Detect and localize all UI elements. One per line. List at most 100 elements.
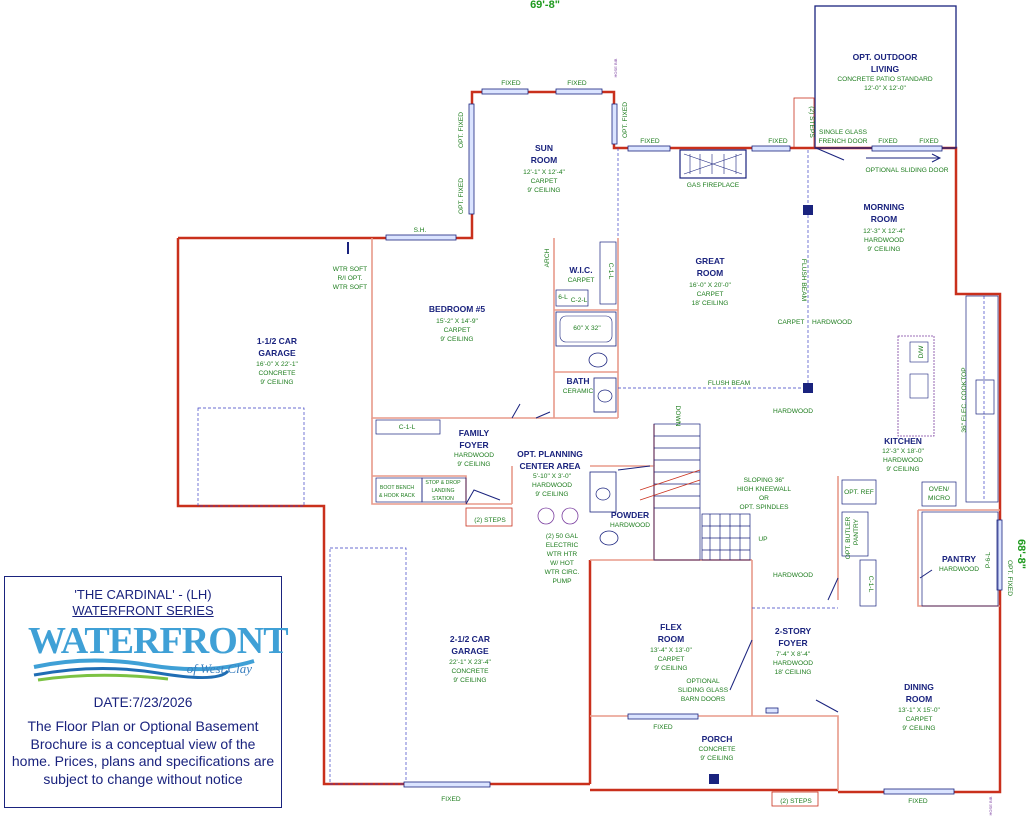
svg-text:7'-4" X 8'-4": 7'-4" X 8'-4" [776,651,811,658]
sink-icon [597,389,613,403]
svg-text:D/W: D/W [918,345,925,359]
svg-text:GREAT: GREAT [695,256,725,266]
toilet-icon [599,530,619,546]
svg-text:ROOM: ROOM [531,155,557,165]
svg-text:LANDING: LANDING [431,488,454,494]
logo-wordmark: WATERFRONT [28,620,289,662]
closets [375,241,999,607]
svg-text:SINGLE GLASS: SINGLE GLASS [819,129,868,136]
svg-text:C-1-L: C-1-L [399,424,416,431]
cooktop-icon [975,379,995,415]
svg-text:GARAGE: GARAGE [451,646,489,656]
svg-text:(2) 50 GAL: (2) 50 GAL [546,533,579,540]
svg-text:GAS FIREPLACE: GAS FIREPLACE [687,182,740,189]
steps-box [465,507,513,527]
svg-text:FOYER: FOYER [459,440,488,450]
brochure-legend: 'THE CARDINAL' - (LH) WATERFRONT SERIES … [4,576,289,808]
svg-text:5'-10" X 3'-0": 5'-10" X 3'-0" [533,473,572,480]
svg-text:STATION: STATION [432,496,454,502]
svg-text:9' CEILING: 9' CEILING [654,665,687,672]
svg-text:FIXED: FIXED [878,138,898,145]
svg-text:9' CEILING: 9' CEILING [527,187,560,194]
toilet-icon [588,352,608,368]
svg-text:OPT. SPINDLES: OPT. SPINDLES [739,504,789,511]
svg-text:FLEX: FLEX [660,622,682,632]
svg-text:CONCRETE: CONCRETE [452,668,490,675]
svg-text:FRENCH DOOR: FRENCH DOOR [818,138,867,145]
svg-text:HARDWOOD: HARDWOOD [773,408,813,415]
room-planning-center: OPT. PLANNING CENTER AREA 5'-10" X 3'-0"… [517,449,583,498]
room-garage-large: 2-1/2 CAR GARAGE 22'-1" X 23'-4" CONCRET… [449,634,491,684]
svg-text:9' CEILING: 9' CEILING [902,725,935,732]
svg-text:9' CEILING: 9' CEILING [457,461,490,468]
svg-text:BEDROOM #5: BEDROOM #5 [429,304,485,314]
svg-text:(2) STEPS: (2) STEPS [808,106,815,138]
svg-text:CARPET: CARPET [531,178,558,185]
room-bedroom-5: BEDROOM #5 15'-2" X 14'-9" CARPET 9' CEI… [429,304,485,343]
svg-text:OPT. FIXED: OPT. FIXED [622,102,629,138]
svg-text:9' CEILING: 9' CEILING [886,466,919,473]
svg-text:ROOM: ROOM [658,634,684,644]
svg-text:HOSE BIB: HOSE BIB [613,58,618,77]
overall-depth: 68'-8" [1015,539,1026,569]
svg-text:CARPET: CARPET [697,291,724,298]
svg-text:SLOPING 36": SLOPING 36" [744,477,785,484]
svg-text:CERAMIC: CERAMIC [563,388,594,395]
room-morning-room: MORNING ROOM 12'-3" X 12'-4" HARDWOOD 9'… [863,202,905,253]
waterfront-logo: WATERFRONT of West Clay [28,620,289,687]
annotations: FIXED FIXED FIXED FIXED FIXED FIXED FIXE… [333,58,1013,815]
room-sun-room: SUN ROOM 12'-1" X 12'-4" CARPET 9' CEILI… [523,143,565,194]
svg-text:(2) STEPS: (2) STEPS [474,517,506,524]
svg-text:9' CEILING: 9' CEILING [260,379,293,386]
doors [465,147,942,713]
svg-text:HARDWOOD: HARDWOOD [610,522,650,529]
room-flex: FLEX ROOM 13'-4" X 13'-0" CARPET 9' CEIL… [650,622,692,672]
bathtub [555,311,617,347]
svg-text:15'-2" X 14'-9": 15'-2" X 14'-9" [436,318,478,325]
svg-text:OPT. FIXED: OPT. FIXED [1006,560,1013,596]
svg-text:BARN DOORS: BARN DOORS [681,696,726,703]
svg-text:CARPET: CARPET [568,277,595,284]
svg-text:PANTRY: PANTRY [853,518,860,545]
dashed-lines [617,148,985,609]
steps-box [771,791,819,807]
exterior-walls [176,90,1002,794]
svg-text:ARCH: ARCH [544,248,551,267]
svg-text:OPT. OUTDOOR: OPT. OUTDOOR [853,52,918,62]
room-family-foyer: FAMILY FOYER HARDWOOD 9' CEILING [454,428,494,468]
svg-text:STOP & DROP: STOP & DROP [425,480,461,486]
svg-text:KITCHEN: KITCHEN [884,436,922,446]
svg-text:FIXED: FIXED [640,138,660,145]
svg-text:OPT. PLANNING: OPT. PLANNING [517,449,583,459]
room-dining: DINING ROOM 13'-1" X 15'-0" CARPET 9' CE… [898,682,940,732]
svg-text:WTR SOFT: WTR SOFT [333,284,367,291]
kitchen-island [897,335,935,437]
svg-text:FIXED: FIXED [441,796,461,803]
svg-text:FOYER: FOYER [778,638,807,648]
plan-title: 'THE CARDINAL' - (LH) [74,587,212,602]
svg-text:OPTIONAL: OPTIONAL [686,678,720,685]
svg-text:ROOM: ROOM [906,694,932,704]
overall-width: 69'-8" [530,0,560,11]
svg-text:9' CEILING: 9' CEILING [867,246,900,253]
svg-text:6-L: 6-L [558,294,568,301]
svg-text:12'-3" X 18'-0": 12'-3" X 18'-0" [882,448,924,455]
beam-post [803,205,813,215]
svg-text:WTR CIRC.: WTR CIRC. [545,569,580,576]
svg-text:C-1-L: C-1-L [867,576,874,593]
svg-text:FIXED: FIXED [567,80,587,87]
svg-text:1-1/2 CAR: 1-1/2 CAR [257,336,297,346]
svg-text:ROOM: ROOM [871,214,897,224]
svg-text:BATH: BATH [567,376,590,386]
svg-text:12'-1" X 12'-4": 12'-1" X 12'-4" [523,169,565,176]
svg-text:SLIDING GLASS: SLIDING GLASS [678,687,729,694]
svg-text:16'-0" X 20'-0": 16'-0" X 20'-0" [689,282,731,289]
svg-text:12'-0" X 12'-0": 12'-0" X 12'-0" [864,85,906,92]
svg-text:CONCRETE: CONCRETE [699,746,737,753]
svg-text:FLUSH BEAM: FLUSH BEAM [800,259,807,301]
stairs [639,423,751,561]
brochure-date: DATE:7/23/2026 [93,695,193,710]
svg-text:36" ELEC. COOKTOP: 36" ELEC. COOKTOP [961,367,968,433]
svg-text:CARPET: CARPET [444,327,471,334]
svg-text:W.I.C.: W.I.C. [569,265,592,275]
